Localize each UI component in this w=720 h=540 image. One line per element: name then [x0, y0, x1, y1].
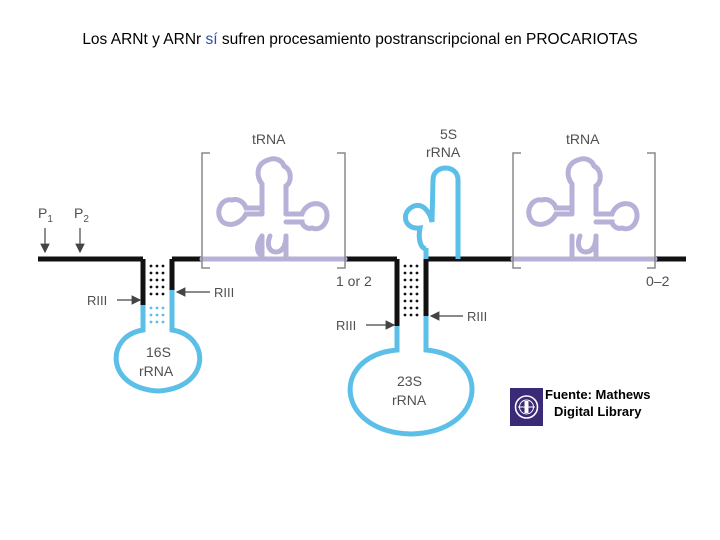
label-trna-right: tRNA	[566, 131, 600, 147]
label-riii-left-2: RIII	[214, 285, 234, 300]
loop-23s-rrna	[347, 316, 475, 437]
label-16s-line1: 16S	[146, 344, 171, 360]
source-line1: Fuente: Mathews	[545, 387, 651, 402]
label-23s-line2: rRNA	[392, 392, 427, 408]
label-p2-sub: 2	[83, 214, 89, 225]
label-p1-sub: 1	[47, 214, 53, 225]
stem-16s-dots	[149, 264, 165, 296]
label-p2-main: P	[74, 205, 83, 221]
slide-title: Los ARNt y ARNr sí sufren procesamiento …	[0, 31, 720, 49]
source-line2: Digital Library	[554, 404, 642, 419]
stem-16s	[140, 259, 175, 305]
label-5s-line2: rRNA	[426, 144, 461, 160]
label-zero-two: 0–2	[646, 273, 670, 289]
trna-right-cloverleaf	[510, 156, 658, 262]
label-trna-left: tRNA	[252, 131, 286, 147]
label-p1: P1	[38, 205, 53, 225]
stem-23s	[394, 259, 429, 326]
title-part1: Los ARNt y ARNr	[82, 31, 206, 48]
title-part2: sufren procesamiento postranscripcional …	[217, 31, 638, 48]
label-riii-mid-1: RIII	[336, 318, 356, 333]
label-riii-left-1: RIII	[87, 293, 107, 308]
source-text: Fuente: Mathews Digital Library	[545, 386, 650, 420]
stem-23s-dots	[403, 264, 419, 317]
label-16s-line2: rRNA	[139, 363, 174, 379]
bracket-trna-right	[512, 152, 656, 269]
hairpin-5s-rrna	[403, 165, 461, 252]
title-highlight: sí	[205, 31, 218, 48]
label-p2: P2	[74, 205, 89, 225]
label-p1-main: P	[38, 205, 47, 221]
label-one-or-two: 1 or 2	[336, 273, 372, 289]
label-5s-line1: 5S	[440, 126, 457, 142]
loop-16s-rrna	[113, 290, 203, 394]
trna-left-cloverleaf	[199, 156, 348, 262]
label-riii-mid-2: RIII	[467, 309, 487, 324]
source-credit: Fuente: Mathews Digital Library	[510, 386, 710, 430]
library-logo-icon	[510, 388, 543, 426]
bracket-trna-left	[201, 152, 346, 269]
stem-16s-dots-blue	[149, 306, 165, 324]
label-23s-line1: 23S	[397, 373, 422, 389]
